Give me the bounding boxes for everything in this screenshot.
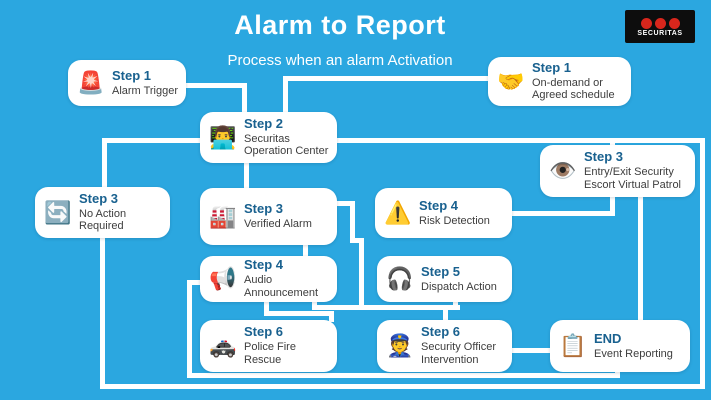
node-audio-announcement: 📢 Step 4 Audio Announcement xyxy=(200,256,337,302)
warning-triangle-icon: ⚠️ xyxy=(384,200,412,225)
step-description: Dispatch Action xyxy=(421,280,497,293)
connector-line xyxy=(350,201,355,243)
page-subtitle: Process when an alarm Activation xyxy=(227,52,453,69)
step-description: Audio Announcement xyxy=(244,274,318,299)
step-description: Securitas Operation Center xyxy=(244,132,329,158)
eye-shield-icon: 👁️ xyxy=(549,158,577,183)
step-label: Step 1 xyxy=(532,59,572,75)
node-security-officer: 👮 Step 6 Security Officer Intervention xyxy=(377,320,512,372)
connector-line xyxy=(329,311,334,322)
step-description: On-demand or Agreed schedule xyxy=(532,76,615,102)
step-description: Police Fire Rescue xyxy=(244,341,296,366)
connector-line xyxy=(303,245,308,258)
connector-line xyxy=(242,83,247,115)
operator-computer-icon: 👨‍💻 xyxy=(209,124,237,150)
step-label: Step 6 xyxy=(421,324,461,340)
headset-icon: 🎧 xyxy=(386,266,414,291)
connector-line xyxy=(512,211,612,216)
connector-line xyxy=(615,368,620,378)
step-label: END xyxy=(594,330,622,346)
connector-line xyxy=(102,138,107,190)
step-label: Step 4 xyxy=(244,257,284,273)
step-label: Step 3 xyxy=(244,201,284,217)
step-description: Verified Alarm xyxy=(244,218,312,231)
connector-line xyxy=(264,311,334,316)
node-on-demand-schedule: 🤝 Step 1 On-demand or Agreed schedule xyxy=(488,57,631,106)
securitas-logo: SECURITAS xyxy=(625,10,695,43)
node-alarm-trigger: 🚨 Step 1 Alarm Trigger xyxy=(68,60,186,106)
node-dispatch-action: 🎧 Step 5 Dispatch Action xyxy=(377,256,512,302)
connector-line xyxy=(283,76,288,116)
connector-line xyxy=(312,300,317,308)
connector-line xyxy=(443,305,448,322)
siren-alarm-icon: 🚨 xyxy=(77,70,105,95)
node-event-reporting: 📋 END Event Reporting xyxy=(550,320,690,372)
connector-line xyxy=(185,83,247,88)
connector-line xyxy=(453,300,458,308)
connector-line xyxy=(100,384,705,389)
loudspeaker-icon: 📢 xyxy=(209,266,237,291)
step-label: Step 5 xyxy=(421,263,461,279)
step-label: Step 6 xyxy=(244,324,284,340)
connector-line xyxy=(102,138,202,143)
connector-line xyxy=(337,138,705,143)
connector-line xyxy=(337,201,355,206)
building-alarm-icon: 🏭 xyxy=(209,203,237,229)
step-description: Entry/Exit Security Escort Virtual Patro… xyxy=(584,166,682,191)
page-title: Alarm to Report xyxy=(234,10,446,40)
refresh-check-icon: 🔄 xyxy=(44,199,72,225)
logo-brand-text: SECURITAS xyxy=(637,30,683,37)
node-operation-center: 👨‍💻 Step 2 Securitas Operation Center xyxy=(200,112,337,163)
connector-line xyxy=(244,163,249,190)
connector-line xyxy=(100,238,105,389)
connector-line xyxy=(512,348,552,353)
step-label: Step 2 xyxy=(244,115,284,131)
step-description: Risk Detection xyxy=(419,214,490,227)
step-label: Step 3 xyxy=(79,190,119,206)
step-label: Step 1 xyxy=(112,67,152,83)
step-description: Event Reporting xyxy=(594,347,673,360)
node-risk-detection: ⚠️ Step 4 Risk Detection xyxy=(375,188,512,238)
connector-line xyxy=(187,280,192,378)
step-label: Step 4 xyxy=(419,197,459,213)
connector-line xyxy=(312,305,460,310)
step-label: Step 3 xyxy=(584,149,624,165)
node-entry-exit-patrol: 👁️ Step 3 Entry/Exit Security Escort Vir… xyxy=(540,145,695,197)
connector-line xyxy=(264,302,269,316)
connector-line xyxy=(187,373,620,378)
connector-line xyxy=(700,138,705,389)
connector-line xyxy=(359,238,364,310)
police-car-icon: 🚓 xyxy=(209,333,237,358)
node-police-fire-rescue: 🚓 Step 6 Police Fire Rescue xyxy=(200,320,337,372)
step-description: Alarm Trigger xyxy=(112,84,179,97)
connector-line xyxy=(187,280,202,285)
police-officer-icon: 👮 xyxy=(386,333,414,358)
step-description: No Action Required xyxy=(79,207,127,233)
clipboard-report-icon: 📋 xyxy=(559,333,587,358)
node-no-action-required: 🔄 Step 3 No Action Required xyxy=(35,187,170,238)
logo-dots-icon xyxy=(640,18,680,29)
handshake-icon: 🤝 xyxy=(497,68,525,94)
connector-line xyxy=(638,197,643,322)
connector-line xyxy=(283,76,489,81)
connector-line xyxy=(350,238,364,243)
step-description: Security Officer Intervention xyxy=(421,341,496,366)
node-verified-alarm: 🏭 Step 3 Verified Alarm xyxy=(200,188,337,245)
